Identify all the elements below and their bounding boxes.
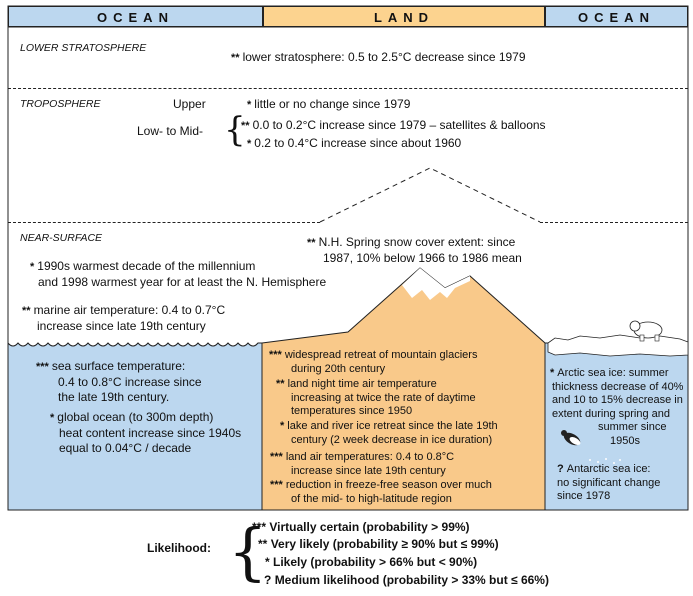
legend-item-very-likely: ** Very likely (probability ≥ 90% but ≤ … <box>258 537 499 551</box>
lowmid-finding-2: *0.2 to 0.4°C increase since about 1960 <box>247 136 462 150</box>
likelihood-stars: ** <box>231 52 240 64</box>
tropopause-left <box>8 222 320 223</box>
lake-ice-finding: *lake and river ice retreat since the la… <box>280 420 498 446</box>
stratosphere-finding: **lower stratosphere: 0.5 to 2.5°C decre… <box>231 50 526 64</box>
upper-label: Upper <box>173 97 206 111</box>
lowmid-finding-1: **0.0 to 0.2°C increase since 1979 – sat… <box>241 118 546 132</box>
header-land: LAND <box>263 6 545 27</box>
upper-finding: *little or no change since 1979 <box>247 97 411 111</box>
penguin-icon <box>561 430 581 446</box>
snow-cap <box>402 268 470 300</box>
section-title-near-surface: NEAR-SURFACE <box>20 232 103 244</box>
legend-brace: { <box>228 515 268 588</box>
tropopause-peak-line <box>319 167 541 223</box>
right-ocean-water <box>544 342 689 511</box>
legend-item-likely: * Likely (probability > 66% but < 90%) <box>265 555 478 569</box>
antarctic-ice-finding: ?Antarctic sea ice:no significant change… <box>557 463 661 502</box>
glacier-finding: ***widespread retreat of mountain glacie… <box>269 349 478 375</box>
header-ocean-left: OCEAN <box>8 6 263 27</box>
lowmid-label: Low- to Mid- <box>137 124 204 138</box>
tropopause-right <box>540 222 688 223</box>
sea-surface-finding: ***sea surface temperature:0.4 to 0.8°C … <box>36 359 202 404</box>
legend-title: Likelihood: <box>147 541 211 555</box>
freeze-free-finding: ***reduction in freeze-free season over … <box>270 479 492 505</box>
lowmid-brace: { <box>224 110 246 150</box>
section-title-stratosphere: LOWER STRATOSPHERE <box>20 42 147 54</box>
ice-floe <box>547 334 689 357</box>
stratosphere-boundary <box>8 88 688 89</box>
header-ocean-right: OCEAN <box>545 6 688 27</box>
ocean-heat-finding: *global ocean (to 300m depth)heat conten… <box>50 410 242 455</box>
snow-dots <box>589 458 621 464</box>
legend-item-virtually-certain: *** Virtually certain (probability > 99%… <box>252 520 470 534</box>
left-ocean-water <box>7 341 263 511</box>
legend-item-medium: ? Medium likelihood (probability > 33% b… <box>264 573 549 587</box>
polar-bear-icon <box>629 320 663 342</box>
section-title-troposphere: TROPOSPHERE <box>20 98 101 110</box>
